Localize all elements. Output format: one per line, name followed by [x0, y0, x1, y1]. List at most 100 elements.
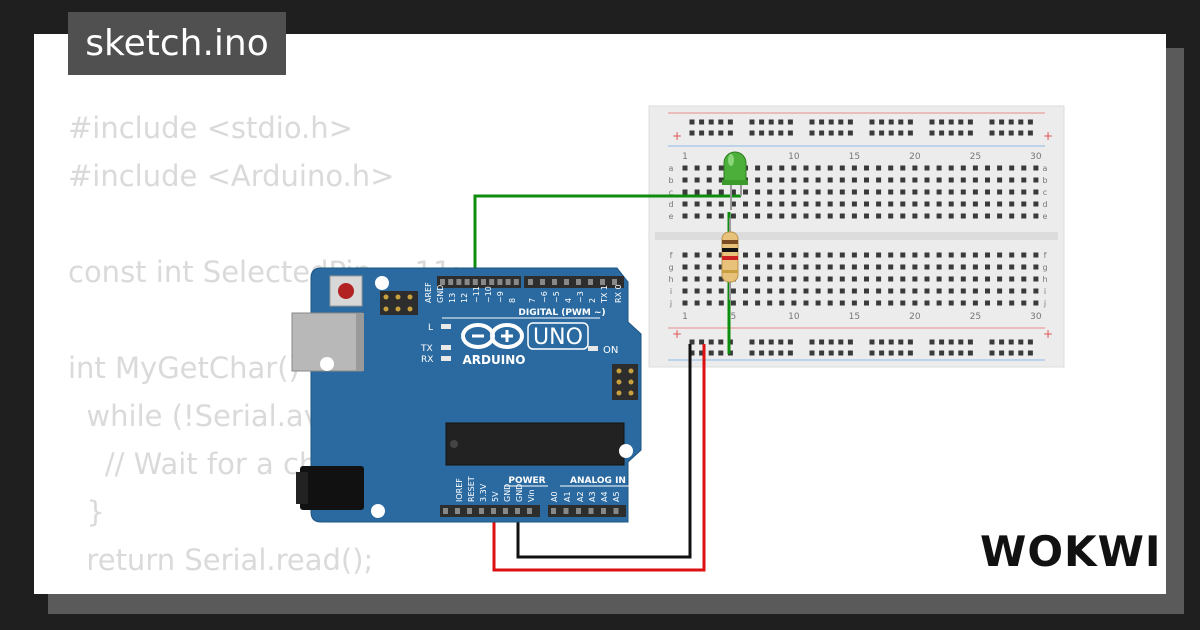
breadboard-hole: [997, 288, 1003, 294]
breadboard-hole: [718, 300, 724, 306]
breadboard-hole: [755, 276, 761, 282]
rail-hole: [768, 350, 774, 356]
arduino-brand-text: ARDUINO: [463, 353, 526, 367]
breadboard-hole: [948, 177, 954, 183]
breadboard-hole: [839, 276, 845, 282]
row-letter: i: [1044, 287, 1046, 296]
black-wire-gnd[interactable]: [516, 344, 692, 559]
header-pin: [613, 508, 619, 514]
breadboard-hole: [972, 264, 978, 270]
breadboard-hole: [900, 300, 906, 306]
top-pin-label: AREF: [424, 282, 433, 303]
breadboard-hole: [888, 201, 894, 207]
code-line: #include <Arduino.h>: [68, 159, 395, 193]
breadboard-hole: [827, 189, 833, 195]
analog-label: ANALOG IN: [570, 476, 626, 486]
breadboard-hole: [924, 300, 930, 306]
rail-plus-label: +: [672, 327, 682, 341]
row-letter: g: [668, 263, 673, 272]
breadboard-hole: [864, 189, 869, 195]
rail-hole: [828, 339, 834, 345]
breadboard-hole: [876, 276, 882, 282]
rail-hole: [948, 339, 954, 345]
rail-plus-label: +: [672, 129, 682, 143]
breadboard-hole: [960, 264, 966, 270]
rail-hole: [869, 350, 875, 356]
row-letter: e: [1043, 212, 1048, 221]
breadboard-hole: [694, 252, 700, 258]
rail-hole: [838, 130, 844, 136]
breadboard-hole: [912, 300, 918, 306]
breadboard-hole: [730, 288, 736, 294]
rail-hole: [838, 119, 844, 125]
breadboard-hole: [718, 288, 724, 294]
rail-hole: [989, 339, 995, 345]
green-led[interactable]: [722, 151, 748, 210]
breadboard-hole: [718, 252, 724, 258]
column-number: 30: [1030, 312, 1042, 322]
breadboard-hole: [888, 177, 894, 183]
breadboard-hole: [888, 252, 894, 258]
rail-hole: [1018, 339, 1024, 345]
breadboard-hole: [694, 189, 700, 195]
breadboard-hole: [936, 288, 942, 294]
breadboard-hole: [948, 300, 954, 306]
breadboard-hole: [888, 189, 894, 195]
breadboard-hole: [767, 264, 773, 270]
breadboard-hole: [888, 288, 894, 294]
breadboard-hole: [948, 264, 954, 270]
rail-hole: [689, 119, 695, 125]
breadboard-hole: [985, 201, 990, 207]
resistor[interactable]: [721, 218, 739, 300]
breadboard-hole: [1009, 213, 1015, 219]
file-title-tab[interactable]: sketch.ino: [68, 12, 286, 75]
breadboard-hole: [888, 276, 894, 282]
column-number: 10: [788, 312, 800, 322]
breadboard-hole: [730, 201, 736, 207]
green-wire-pin11[interactable]: [473, 194, 741, 282]
rail-hole: [699, 350, 705, 356]
row-letter: f: [670, 251, 673, 260]
breadboard-hole: [694, 276, 700, 282]
rail-hole: [939, 119, 945, 125]
breadboard-hole: [1033, 252, 1039, 258]
breadboard-hole: [960, 213, 966, 219]
breadboard-hole: [839, 201, 845, 207]
breadboard-hole: [1009, 288, 1015, 294]
breadboard-hole: [743, 201, 748, 207]
breadboard-hole: [985, 189, 990, 195]
row-letter: i: [670, 287, 672, 296]
breadboard[interactable]: + + + + aabbccddeeffgghhiijj115510101515…: [648, 105, 1065, 368]
breadboard-hole: [851, 300, 857, 306]
red-wire-5v[interactable]: [492, 344, 706, 572]
rail-hole: [898, 130, 904, 136]
breadboard-hole: [900, 177, 906, 183]
power-pin-label: GND: [503, 484, 512, 502]
breadboard-hole: [948, 201, 954, 207]
column-number: 20: [909, 312, 921, 322]
breadboard-hole: [851, 201, 857, 207]
breadboard-hole: [791, 252, 797, 258]
breadboard-hole: [827, 264, 833, 270]
breadboard-hole: [815, 177, 821, 183]
rail-hole: [847, 130, 853, 136]
rail-hole: [778, 130, 784, 136]
rail-hole: [879, 119, 885, 125]
rail-hole: [759, 339, 765, 345]
breadboard-hole: [718, 264, 724, 270]
rail-hole: [759, 119, 765, 125]
breadboard-hole: [1009, 252, 1015, 258]
analog-pin-label: A2: [576, 491, 585, 502]
header-pin: [489, 279, 495, 285]
breadboard-hole: [791, 201, 797, 207]
breadboard-hole: [743, 252, 748, 258]
rail-hole: [828, 119, 834, 125]
breadboard-hole: [960, 300, 966, 306]
rail-hole: [1018, 350, 1024, 356]
header-pin: [443, 508, 448, 514]
breadboard-hole: [743, 288, 748, 294]
breadboard-hole: [1009, 177, 1015, 183]
rail-hole: [907, 119, 913, 125]
rail-hole: [967, 119, 973, 125]
